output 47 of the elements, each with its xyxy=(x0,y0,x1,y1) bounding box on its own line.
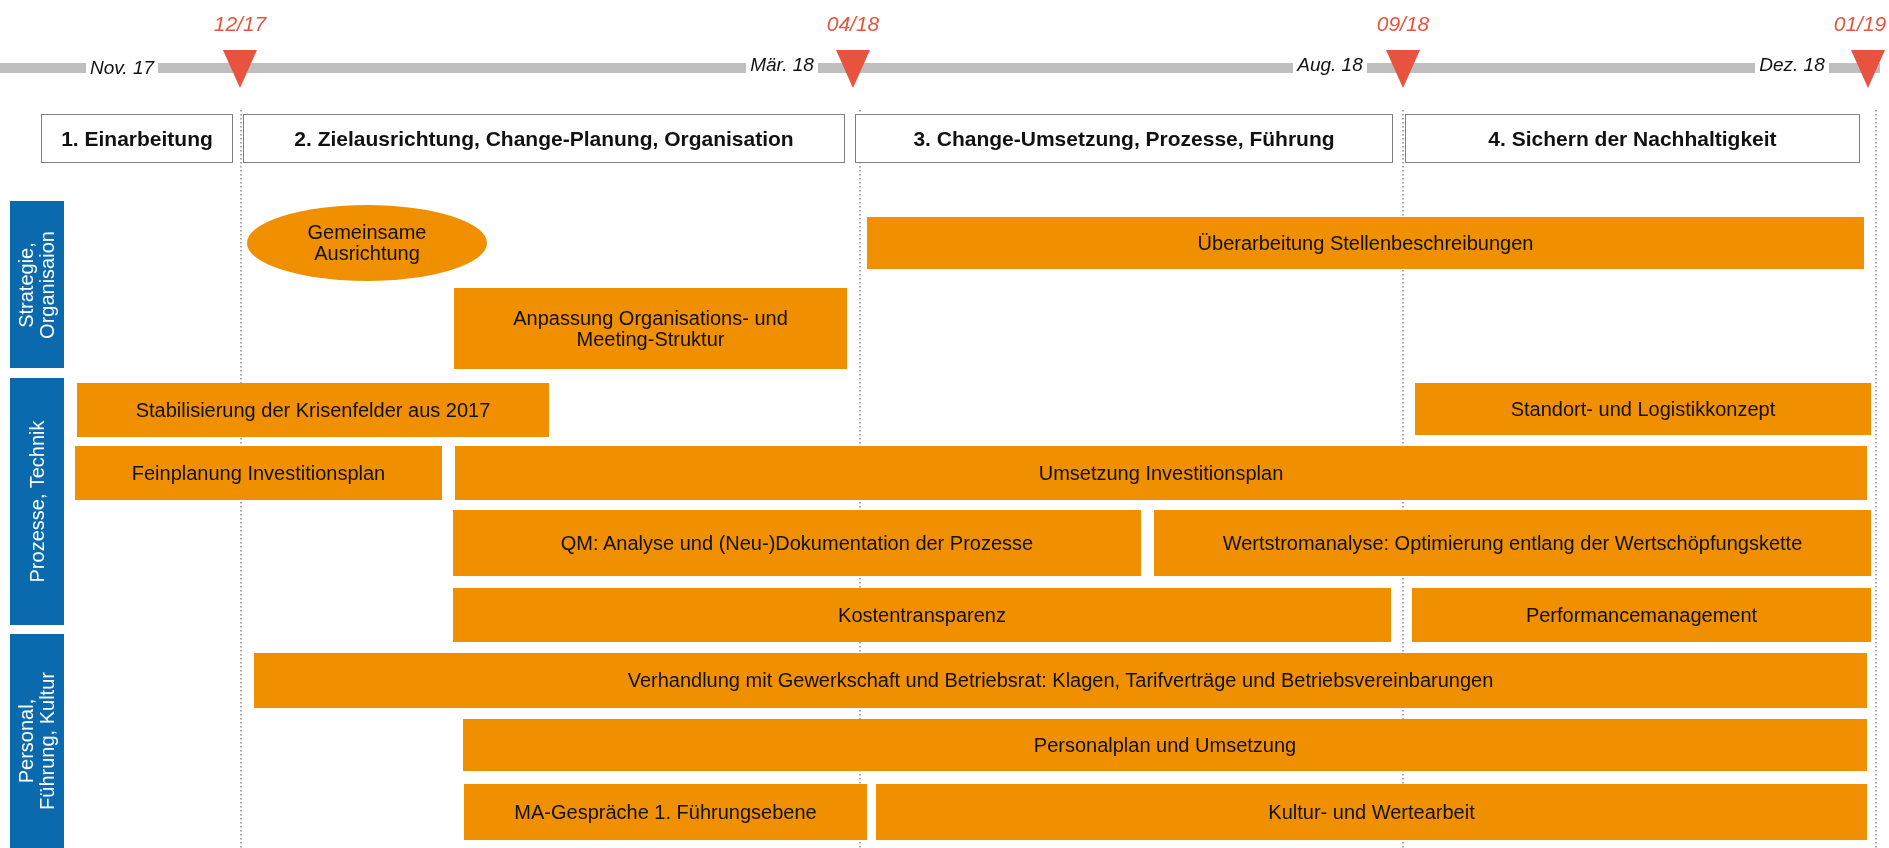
task-bar xyxy=(454,288,847,369)
lane-band xyxy=(10,201,64,368)
task-bar xyxy=(867,217,1864,269)
task-label: Performancemanagement xyxy=(1524,604,1759,626)
milestone-date: 04/18 xyxy=(826,12,880,36)
task-bar xyxy=(876,784,1867,840)
phase-title: 3. Change-Umsetzung, Prozesse, Führung xyxy=(913,126,1335,151)
task-bar xyxy=(455,446,1867,500)
task-bar xyxy=(463,719,1867,771)
task-bar xyxy=(1415,383,1871,435)
task-label: Personalplan und Umsetzung xyxy=(1032,734,1298,756)
task-label: Anpassung Organisations- und Meeting-Struktur xyxy=(512,307,789,350)
lane-band xyxy=(10,634,64,848)
lane-title: Prozesse, Technik xyxy=(26,419,48,585)
task-label: Kultur- und Wertearbeit xyxy=(1267,801,1476,823)
task-label: Verhandlung mit Gewerkschaft und Betriebsrat: Klagen, Tarifverträge und Betriebsvereinbarungen xyxy=(626,670,1495,691)
task-bar xyxy=(453,588,1391,642)
task-bar xyxy=(1412,588,1871,642)
task-label: QM: Analyse und (Neu-)Dokumentation der Prozesse xyxy=(559,532,1035,554)
task-bar xyxy=(464,784,867,840)
milestone-date: 09/18 xyxy=(1376,12,1430,36)
milestone-date: 12/17 xyxy=(213,12,267,36)
task-bar xyxy=(453,510,1141,576)
task-label: Überarbeitung Stellenbeschreibungen xyxy=(1196,232,1535,254)
task-label: Umsetzung Investitionsplan xyxy=(1037,462,1285,484)
phase-header xyxy=(1405,114,1860,163)
task-bar xyxy=(254,653,1867,708)
task-label: Gemeinsame Ausrichtung xyxy=(306,222,428,264)
phase-header xyxy=(855,114,1393,163)
task-label: Wertstromanalyse: Optimierung entlang der Wertschöpfungskette xyxy=(1221,532,1804,554)
milestone-date: 01/19 xyxy=(1833,12,1887,36)
lane-title: Strategie, Organisaion xyxy=(16,229,58,341)
task-label: Stabilisierung der Krisenfelder aus 2017 xyxy=(134,399,492,421)
task-bar xyxy=(77,383,549,437)
lane-band xyxy=(10,378,64,625)
task-bar xyxy=(75,446,442,500)
task-label: Kostentransparenz xyxy=(837,604,1007,626)
lane-title: Personal, Führung, Kultur xyxy=(16,671,58,812)
phase-title: 1. Einarbeitung xyxy=(61,126,213,151)
task-bar xyxy=(1154,510,1871,576)
task-label: Standort- und Logistikkonzept xyxy=(1509,398,1777,420)
phase-header xyxy=(41,114,233,163)
phase-header xyxy=(243,114,845,163)
task-label: MA-Gespräche 1. Führungsebene xyxy=(513,801,818,823)
task-label: Feinplanung Investitionsplan xyxy=(130,462,387,484)
phase-title: 4. Sichern der Nachhaltigkeit xyxy=(1488,126,1777,151)
phase-title: 2. Zielausrichtung, Change-Planung, Organisation xyxy=(294,126,794,151)
